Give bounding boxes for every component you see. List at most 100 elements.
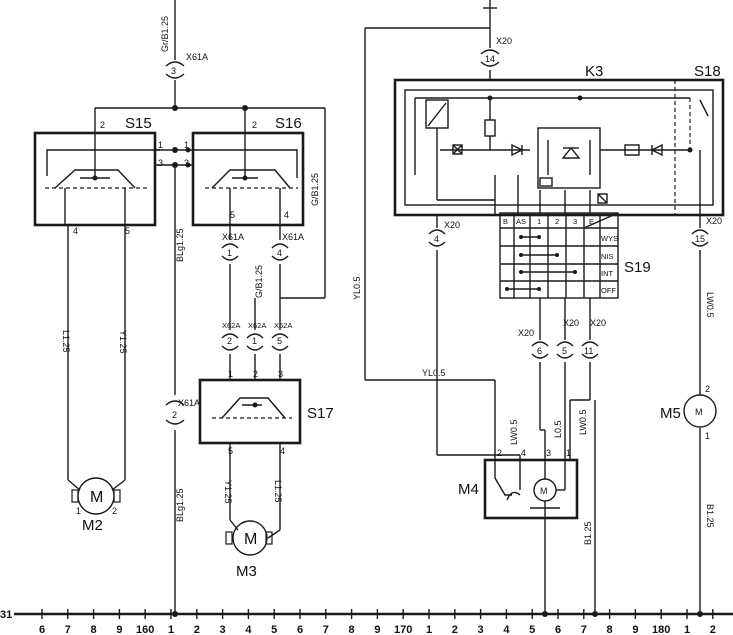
wire-label-bl-bottom: BLg1.25	[175, 488, 185, 522]
bus-number: 160	[136, 624, 154, 635]
switch-s15	[33, 131, 160, 227]
connector-x62a-2-pin: 1	[252, 336, 257, 346]
wire-x20-left	[428, 215, 521, 460]
connector-x20-m4a-pin: 6	[537, 346, 542, 356]
m4-pin-2: 2	[497, 448, 502, 458]
wire-label-m4-bottom: B1.25	[583, 521, 593, 545]
wire-s16-down	[221, 225, 289, 330]
connector-x61a-left-pin: 2	[172, 410, 177, 420]
connector-x20-right-pin: 15	[695, 234, 705, 244]
switch-s16-label: S16	[275, 115, 302, 132]
s16-pin-5: 5	[230, 210, 235, 220]
motor-m3-symbol: M	[244, 531, 257, 548]
bus-number: 8	[607, 624, 613, 635]
wire-label-m3-left: Y1.25	[223, 480, 233, 504]
switch-s15-label: S15	[125, 115, 152, 132]
s19-col-as: AS	[516, 217, 526, 226]
wire-label-m3-right: L1.25	[273, 480, 283, 503]
connector-x61a-s16-left: X61A	[222, 232, 244, 242]
motor-m4	[483, 458, 579, 612]
bus-number: 1	[168, 624, 174, 635]
connector-x61a-top-pin: 3	[171, 66, 176, 76]
bus-ticks	[41, 609, 714, 619]
connector-x20-m4b: X20	[563, 318, 579, 328]
wire-label-bl-left: BLg1.25	[175, 228, 185, 262]
connector-x20-left-pin: 4	[434, 234, 439, 244]
wire-label-m5-top: LW0.5	[705, 292, 715, 317]
connector-x62a-3-pin: 5	[277, 336, 282, 346]
connector-x61a-s16-right: X61A	[282, 232, 304, 242]
s17-pin-2: 2	[253, 369, 258, 379]
connector-x20-top-pin: 14	[485, 54, 495, 64]
m4-pin-4: 4	[521, 448, 526, 458]
connector-x61a-top: X61A	[186, 52, 208, 62]
motor-m5-label: M5	[660, 405, 681, 422]
wire-label-m4-w2: L0.5	[553, 420, 563, 438]
connector-x62a-group	[221, 298, 289, 380]
motor-m3-label: M3	[236, 563, 257, 580]
wire-label-top-left: Gr/B1.25	[160, 16, 170, 52]
motor-m5-symbol: M	[695, 407, 703, 417]
m5-pin-1: 1	[705, 431, 710, 441]
connector-x20-top: X20	[496, 36, 512, 46]
connector-x20-m4c: X20	[590, 318, 606, 328]
bus-number: 9	[374, 624, 380, 635]
connector-x20-m4a: X20	[518, 328, 534, 338]
bus-number: 4	[503, 624, 510, 635]
wire-label-s16-right: G/B1.25	[310, 173, 320, 206]
switch-s17	[198, 378, 302, 530]
bus-number: 2	[194, 624, 200, 635]
connector-x62a-1: X62A	[222, 321, 240, 330]
connector-x20-m4b-pin: 5	[562, 346, 567, 356]
s19-row-wys: WYS	[601, 234, 618, 243]
bus-number: 5	[271, 624, 277, 635]
motor-m5	[683, 394, 717, 428]
s16-pin-1: 1	[184, 140, 189, 150]
connector-x62a-3: X62A	[274, 321, 292, 330]
s19-col-2: 2	[555, 217, 559, 226]
s19-row-off: OFF	[601, 286, 616, 295]
wire-label-m4-w3: LW0.5	[578, 410, 588, 435]
connector-x20-m4c-pin: 11	[584, 346, 593, 356]
s17-pin-4: 4	[280, 446, 285, 456]
m2-pin-2: 2	[112, 506, 117, 516]
wire-m5	[691, 215, 709, 612]
connector-x61a-s16-right-pin: 4	[277, 248, 282, 258]
wire-label-yl-vert: YL0.5	[352, 276, 362, 300]
motor-m4-symbol: M	[540, 486, 548, 496]
connector-x61a-left: X61A	[178, 398, 200, 408]
connector-x62a-1-pin: 2	[227, 336, 232, 346]
m4-pin-3: 3	[546, 448, 551, 458]
s15-pin-4: 4	[73, 226, 78, 236]
motor-m2	[71, 477, 121, 515]
bus-number: 8	[91, 624, 97, 635]
s19-row-int: INT	[601, 269, 614, 278]
motor-m2-label: M2	[82, 517, 103, 534]
wire-s15-s16-link	[155, 147, 193, 612]
switch-s18-label: S18	[694, 63, 721, 80]
bus-number: 7	[581, 624, 587, 635]
connector-x20-left: X20	[444, 220, 460, 230]
ground-bus	[14, 611, 733, 617]
bus-number: 1	[684, 624, 690, 635]
switch-s17-label: S17	[307, 405, 334, 422]
wire-label-m2-right: Y1.25	[118, 330, 128, 354]
bus-number: 6	[39, 624, 45, 635]
m4-pin-1: 1	[566, 448, 571, 458]
switch-s19-table	[499, 212, 619, 340]
motor-m2-symbol: M	[90, 489, 103, 506]
bus-number: 2	[452, 624, 458, 635]
ground-bus-label: 31	[0, 609, 12, 621]
s15-pin-2: 2	[100, 120, 105, 130]
wire-top-feed-right	[364, 0, 500, 460]
bus-number: 9	[116, 624, 122, 635]
switch-s16	[191, 131, 305, 227]
motor-m4-label: M4	[458, 481, 479, 498]
s17-pin-1: 1	[228, 369, 233, 379]
bus-number: 6	[555, 624, 561, 635]
bus-number: 3	[478, 624, 484, 635]
wire-label-m4-w1: LW0.5	[509, 420, 519, 445]
wire-s15-m2	[67, 225, 126, 491]
